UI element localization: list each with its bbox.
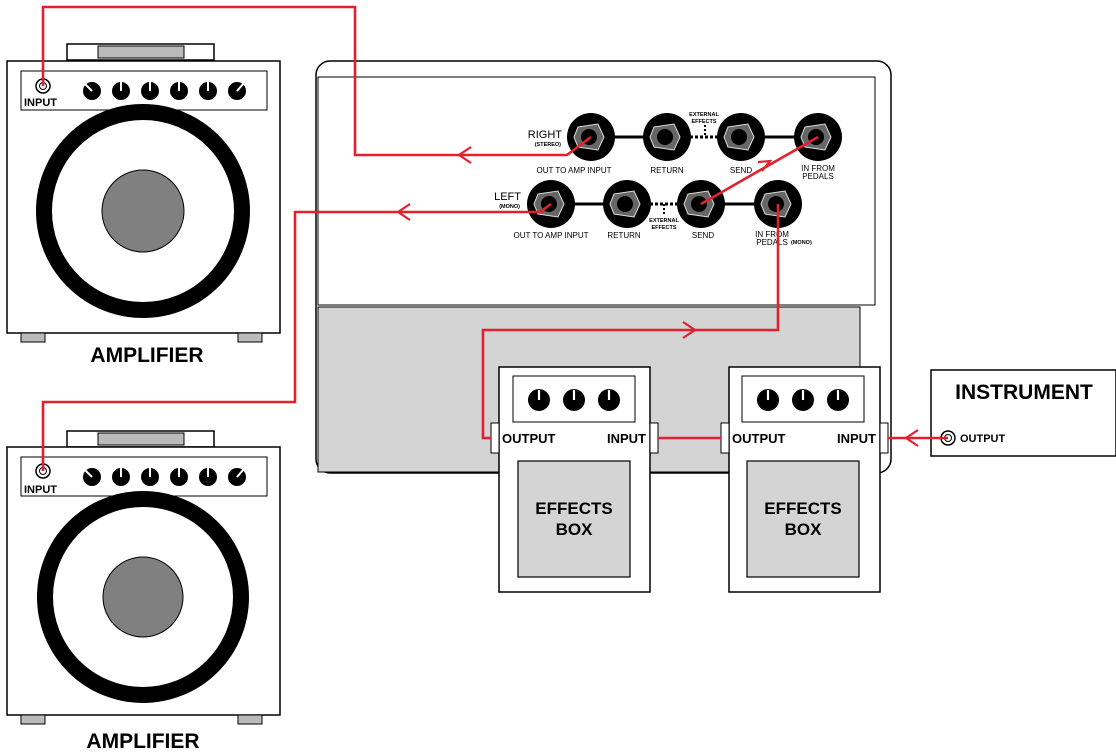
cables (41, 5, 948, 471)
pedal-name-line1: EFFECTS (764, 499, 841, 518)
pedal-knob[interactable] (827, 389, 849, 411)
arrow-send (757, 159, 773, 172)
amp-knob[interactable] (83, 82, 101, 100)
amp-knob[interactable] (83, 468, 101, 486)
pedal-input-label: INPUT (837, 431, 876, 446)
right-send-label: SEND (730, 166, 752, 175)
pedal-knob[interactable] (598, 389, 620, 411)
pedal-footswitch[interactable] (746, 460, 860, 578)
amp-knob[interactable] (199, 468, 217, 486)
right-in-label-2: PEDALS (802, 172, 834, 181)
amp-foot (237, 714, 263, 725)
cable-left-out-to-amp-bottom (41, 202, 552, 471)
left-send-label: SEND (692, 231, 714, 240)
pedal-name-line2: BOX (556, 520, 594, 539)
pedal-knob[interactable] (757, 389, 779, 411)
amp-knob[interactable] (112, 82, 130, 100)
pedal-name-line2: BOX (785, 520, 823, 539)
right-in-label-1: IN FROM (801, 164, 835, 173)
amp-speaker-cone (101, 169, 185, 253)
left-return-jack[interactable] (603, 180, 651, 228)
amp-input-label: INPUT (24, 97, 57, 109)
amplifier-bottom: INPUT AMPLIFIER (6, 430, 281, 752)
amp-knob[interactable] (141, 468, 159, 486)
cable-right-out-to-amp-top (41, 5, 592, 157)
amp-knob[interactable] (170, 468, 188, 486)
amp-knob[interactable] (228, 468, 246, 486)
right-out-label: OUT TO AMP INPUT (537, 166, 612, 175)
amp-label: AMPLIFIER (90, 344, 203, 367)
left-sublabel: (MONO) (499, 204, 520, 210)
effects-pedal-left: OUTPUT INPUT EFFECTS BOX (490, 366, 659, 593)
amp-foot (20, 332, 46, 343)
pedal-knob[interactable] (792, 389, 814, 411)
amp-knob[interactable] (228, 82, 246, 100)
pedal-footswitch[interactable] (517, 460, 631, 578)
pedal-input-jack[interactable] (879, 422, 889, 454)
left-in-label-2: PEDALS (756, 238, 788, 247)
right-label: RIGHT (528, 129, 563, 141)
left-out-label: OUT TO AMP INPUT (514, 231, 589, 240)
amplifier-top: INPUT AMPLIFIER (6, 43, 281, 367)
arrow-instrument (904, 429, 919, 447)
right-return-jack[interactable] (643, 113, 691, 161)
amp-knob[interactable] (170, 82, 188, 100)
pedal-output-label: OUTPUT (732, 431, 786, 446)
pedal-knob[interactable] (563, 389, 585, 411)
amp-knob[interactable] (112, 468, 130, 486)
instrument-label: INSTRUMENT (955, 381, 1093, 404)
pedal-input-label: INPUT (607, 431, 646, 446)
pedal-input-jack[interactable] (649, 422, 659, 454)
pedal-name-line1: EFFECTS (535, 499, 612, 518)
right-external-1: EXTERNAL (689, 112, 719, 118)
amp-knob[interactable] (199, 82, 217, 100)
left-in-label-1: IN FROM (755, 230, 789, 239)
left-external-1: EXTERNAL (649, 218, 679, 224)
right-external-2: EFFECTS (691, 119, 716, 125)
effects-pedal-right: OUTPUT INPUT EFFECTS BOX (720, 366, 889, 593)
instrument-box: INSTRUMENT OUTPUT (930, 369, 1116, 457)
right-sublabel: (STEREO) (535, 142, 561, 148)
amp-speaker-cone (102, 556, 184, 638)
pedal-output-jack[interactable] (720, 422, 730, 454)
instrument-output-label: OUTPUT (960, 433, 1006, 445)
amp-input-label: INPUT (24, 484, 57, 496)
amp-knob[interactable] (141, 82, 159, 100)
left-return-label: RETURN (607, 231, 641, 240)
pedal-knob[interactable] (528, 389, 550, 411)
arrow-to-router (682, 321, 697, 339)
right-send-jack[interactable] (717, 113, 765, 161)
left-label: LEFT (494, 191, 521, 203)
pedal-output-label: OUTPUT (502, 431, 556, 446)
arrow-left-out (396, 203, 411, 221)
left-in-sublabel: (MONO) (791, 240, 812, 246)
cable-pedal-to-left-in (481, 204, 780, 440)
cable-left-send-to-right-in (700, 135, 819, 206)
right-return-label: RETURN (650, 166, 684, 175)
instrument-body (930, 369, 1116, 457)
amp-foot (237, 332, 263, 343)
amp-label: AMPLIFIER (86, 730, 199, 752)
arrow-right-out (457, 146, 472, 164)
amp-foot (20, 714, 46, 725)
pedal-output-jack[interactable] (490, 422, 500, 454)
left-external-2: EFFECTS (651, 225, 676, 231)
